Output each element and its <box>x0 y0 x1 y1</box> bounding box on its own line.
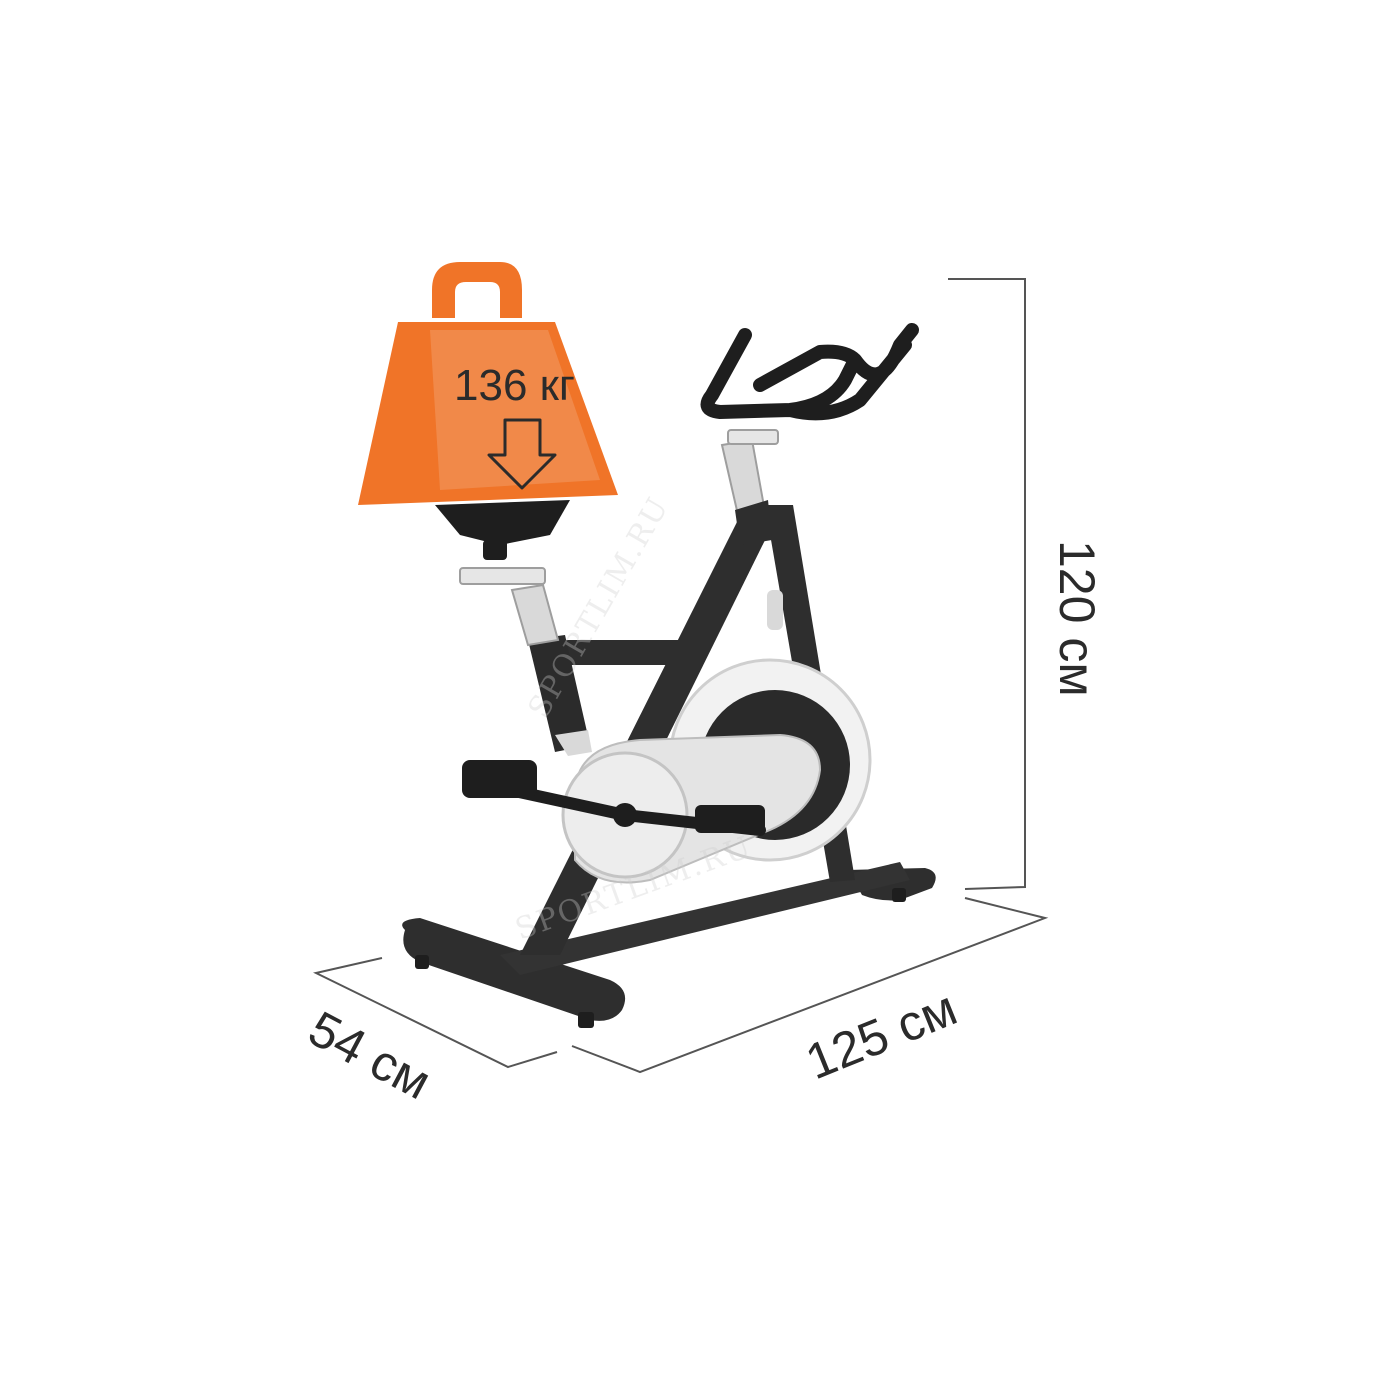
seat-post-lower-chrome <box>555 730 592 756</box>
seat-post-chrome <box>510 583 560 647</box>
length-dimension-line <box>571 897 1049 1074</box>
base-beam <box>500 862 910 975</box>
height-dimension-line <box>948 278 1026 890</box>
length-label: 125 см <box>798 980 964 1091</box>
weight-handle <box>432 262 522 318</box>
rear-foot-left <box>415 955 429 969</box>
pedal-front <box>695 805 765 833</box>
pedal-rear <box>462 760 537 798</box>
rear-stabilizer <box>402 918 626 1021</box>
head-tube <box>735 500 772 545</box>
saddle <box>435 500 570 545</box>
seat-slider <box>459 567 546 585</box>
exercise-bike <box>402 323 936 1028</box>
handle-clamp <box>727 429 779 445</box>
seat-post-outer <box>528 635 590 752</box>
down-arrow-icon <box>487 418 557 490</box>
weight-label: 136 кг <box>454 361 575 410</box>
height-label: 120 см <box>1049 540 1105 697</box>
saddle-clamp <box>483 540 507 560</box>
weight-icon: 136 кг <box>358 262 618 505</box>
top-tube <box>560 640 700 665</box>
handlebar <box>700 323 919 421</box>
rear-foot-right <box>578 1012 594 1028</box>
width-dimension-line <box>313 957 558 1069</box>
brake-knob <box>767 590 783 630</box>
weight-highlight <box>430 330 600 490</box>
dimension-lines <box>313 278 1049 1074</box>
front-foot <box>892 888 906 902</box>
width-label: 54 см <box>300 1000 440 1110</box>
